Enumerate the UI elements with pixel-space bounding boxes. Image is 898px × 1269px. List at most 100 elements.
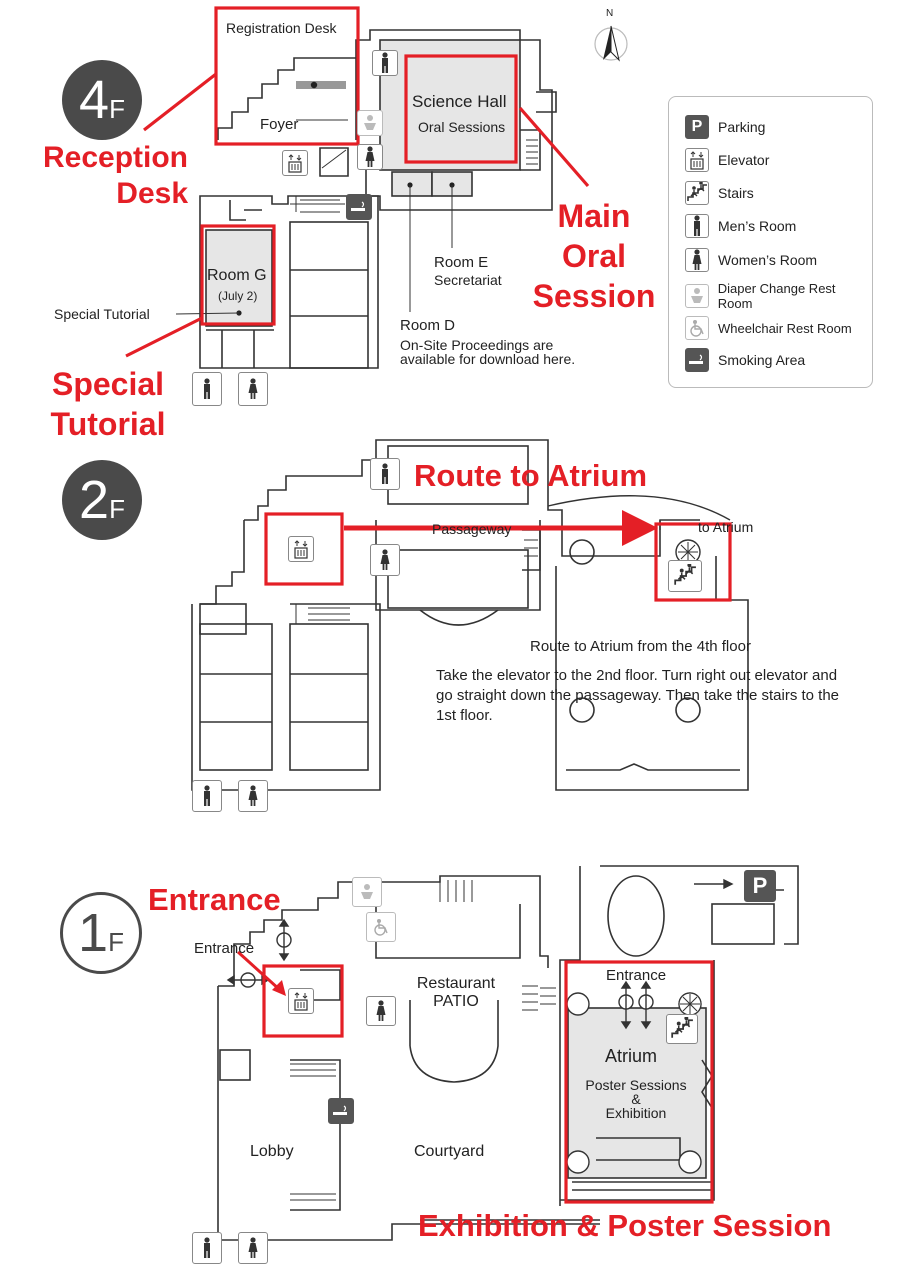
legend-label: Parking xyxy=(718,119,766,135)
room-g-date-label: (July 2) xyxy=(218,289,258,303)
floor-suffix: F xyxy=(109,93,125,124)
entrance-callout: Entrance xyxy=(148,882,281,917)
smoking-icon xyxy=(346,194,372,220)
womens-room-icon xyxy=(357,144,383,170)
compass-north-label: N xyxy=(606,8,614,19)
legend-item-mens-room: Men’s Room xyxy=(685,214,796,238)
mens-room-icon xyxy=(685,214,709,238)
mens-room-icon xyxy=(370,458,400,490)
elevator-icon xyxy=(685,148,709,172)
callout-line: Oral xyxy=(561,238,627,274)
legend-item-stairs: Stairs xyxy=(685,181,754,205)
map-legend: P Parking Elevator Stairs Men’s Room Wom… xyxy=(668,96,873,388)
legend-label: Wheelchair Rest Room xyxy=(718,320,852,336)
floor-suffix: F xyxy=(109,493,125,524)
legend-item-diaper-change: Diaper Change Rest Room xyxy=(685,281,872,311)
route-title-label: Route to Atrium from the 4th floor xyxy=(530,638,751,655)
floor-number: 1 xyxy=(78,903,109,963)
legend-item-smoking: Smoking Area xyxy=(685,348,805,372)
foyer-label: Foyer xyxy=(260,116,299,133)
entrance-label: Entrance xyxy=(194,940,255,957)
route-instruction-line1: Take the elevator to the 2nd floor. Turn… xyxy=(436,667,838,684)
atrium-label: Atrium xyxy=(605,1046,658,1066)
poster-line: Exhibition xyxy=(605,1105,667,1121)
legend-item-wheelchair: Wheelchair Rest Room xyxy=(685,316,852,340)
womens-room-icon xyxy=(366,996,396,1026)
courtyard-label: Courtyard xyxy=(414,1143,485,1160)
poster-exhibition-label: Poster Sessions & Exhibition xyxy=(576,1077,696,1121)
legend-label: Diaper Change Rest Room xyxy=(717,281,836,311)
callout-line: Reception xyxy=(42,141,188,174)
restaurant-label: Restaurant PATIO xyxy=(408,975,504,1011)
legend-label: Stairs xyxy=(718,185,754,201)
legend-label: Men’s Room xyxy=(718,218,797,234)
special-tutorial-callout: Special Tutorial xyxy=(38,364,178,444)
parking-letter: P xyxy=(752,873,768,898)
to-atrium-label: to Atrium xyxy=(698,519,754,535)
room-e-label: Room E xyxy=(434,254,489,271)
room-g-label: Room G xyxy=(207,267,267,284)
womens-room-icon xyxy=(238,1232,268,1264)
mens-room-icon xyxy=(192,780,222,812)
stairs-icon xyxy=(668,560,702,592)
legend-label: Elevator xyxy=(718,152,770,168)
elevator-icon xyxy=(288,988,314,1014)
floor-number: 2 xyxy=(79,470,110,530)
special-tutorial-label: Special Tutorial xyxy=(54,306,150,322)
room-d-label: Room D xyxy=(400,317,456,334)
wheelchair-icon xyxy=(366,912,396,942)
stairs-icon xyxy=(685,181,709,205)
legend-label: Women’s Room xyxy=(718,252,818,268)
restaurant-line: PATIO xyxy=(433,993,479,1010)
main-oral-session-callout: Main Oral Session xyxy=(526,196,662,316)
floor-number: 4 xyxy=(79,70,110,130)
womens-room-icon xyxy=(238,780,268,812)
passageway-label: Passageway xyxy=(432,521,512,537)
secretariat-label: Secretariat xyxy=(434,272,502,288)
registration-desk-label: Registration Desk xyxy=(226,20,337,36)
legend-item-parking: P Parking xyxy=(685,115,765,139)
womens-room-icon xyxy=(685,248,709,272)
wheelchair-icon xyxy=(685,316,709,340)
stairs-icon xyxy=(666,1014,698,1044)
lobby-label: Lobby xyxy=(250,1143,294,1160)
reception-desk-callout: Reception Desk xyxy=(18,140,188,212)
callout-line: Session xyxy=(532,278,656,314)
restaurant-line: Restaurant xyxy=(416,975,496,992)
exhibition-poster-callout: Exhibition & Poster Session xyxy=(418,1208,832,1243)
parking-icon: P xyxy=(685,115,709,139)
oral-sessions-label: Oral Sessions xyxy=(418,119,506,135)
mens-room-icon xyxy=(192,1232,222,1264)
diaper-change-icon xyxy=(685,284,709,308)
callout-line: Tutorial xyxy=(50,406,166,442)
parking-icon: P xyxy=(744,870,776,902)
route-instruction-line2: go straight down the passageway. Then ta… xyxy=(436,687,840,704)
diaper-change-icon xyxy=(352,877,382,907)
legend-item-elevator: Elevator xyxy=(685,148,769,172)
callout-line: Desk xyxy=(116,177,188,210)
callout-line: Special xyxy=(51,366,165,402)
mens-room-icon xyxy=(192,372,222,406)
womens-room-icon xyxy=(370,544,400,576)
smoking-icon xyxy=(685,348,709,372)
poster-line: Poster Sessions xyxy=(585,1077,687,1093)
legend-item-womens-room: Women’s Room xyxy=(685,248,817,272)
atrium-entrance-label: Entrance xyxy=(606,967,667,984)
proceedings-line2: available for download here. xyxy=(400,351,576,367)
womens-room-icon xyxy=(238,372,268,406)
poster-line: & xyxy=(631,1091,641,1107)
proceedings-line1: On-Site Proceedings are xyxy=(400,337,554,353)
legend-label: Smoking Area xyxy=(718,352,806,368)
mens-room-icon xyxy=(372,50,398,76)
science-hall-label: Science Hall xyxy=(412,92,507,111)
elevator-icon xyxy=(288,536,314,562)
route-to-atrium-callout: Route to Atrium xyxy=(414,458,648,493)
smoking-icon xyxy=(328,1098,354,1124)
route-instruction-line3: 1st floor. xyxy=(436,707,493,724)
callout-line: Main xyxy=(557,198,631,234)
floor-suffix: F xyxy=(108,926,124,957)
elevator-icon xyxy=(282,150,308,176)
